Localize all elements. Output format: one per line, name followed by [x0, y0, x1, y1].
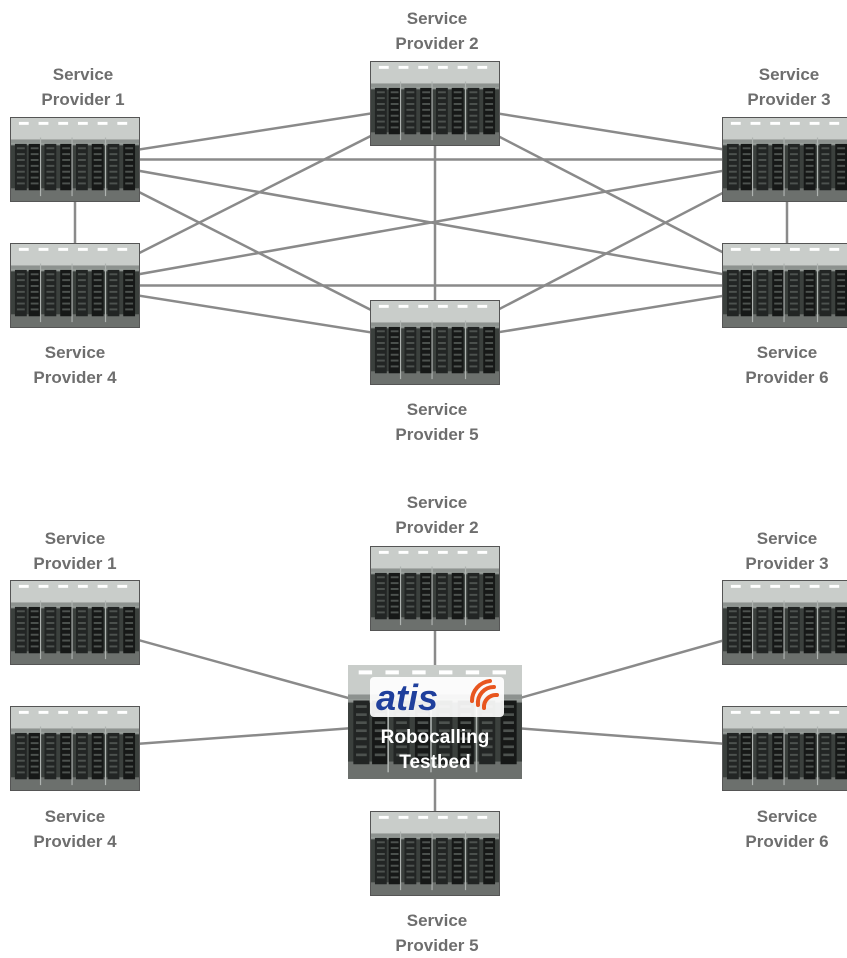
- mesh-link-sp3-sp4: [74, 158, 788, 287]
- server-room-icon: [370, 811, 500, 896]
- server-room-icon: [10, 706, 140, 791]
- server-room-icon: [10, 243, 140, 328]
- server-room-icon: [10, 117, 140, 202]
- atis-logo-icon: atis: [370, 677, 504, 718]
- server-room-icon: [722, 706, 847, 791]
- robocalling-testbed-hub: atis Robocalling Testbed: [348, 665, 522, 779]
- server-room-icon: [10, 580, 140, 665]
- server-room-icon: [370, 300, 500, 385]
- hub-title-line2: Testbed: [399, 752, 471, 773]
- server-room-icon: [722, 117, 847, 202]
- hub-title-line1: Robocalling: [380, 727, 490, 748]
- server-room-icon: [370, 61, 500, 146]
- server-room-icon: [722, 243, 847, 328]
- svg-text:atis: atis: [376, 677, 438, 718]
- server-room-icon: [722, 580, 847, 665]
- server-room-icon: [370, 546, 500, 631]
